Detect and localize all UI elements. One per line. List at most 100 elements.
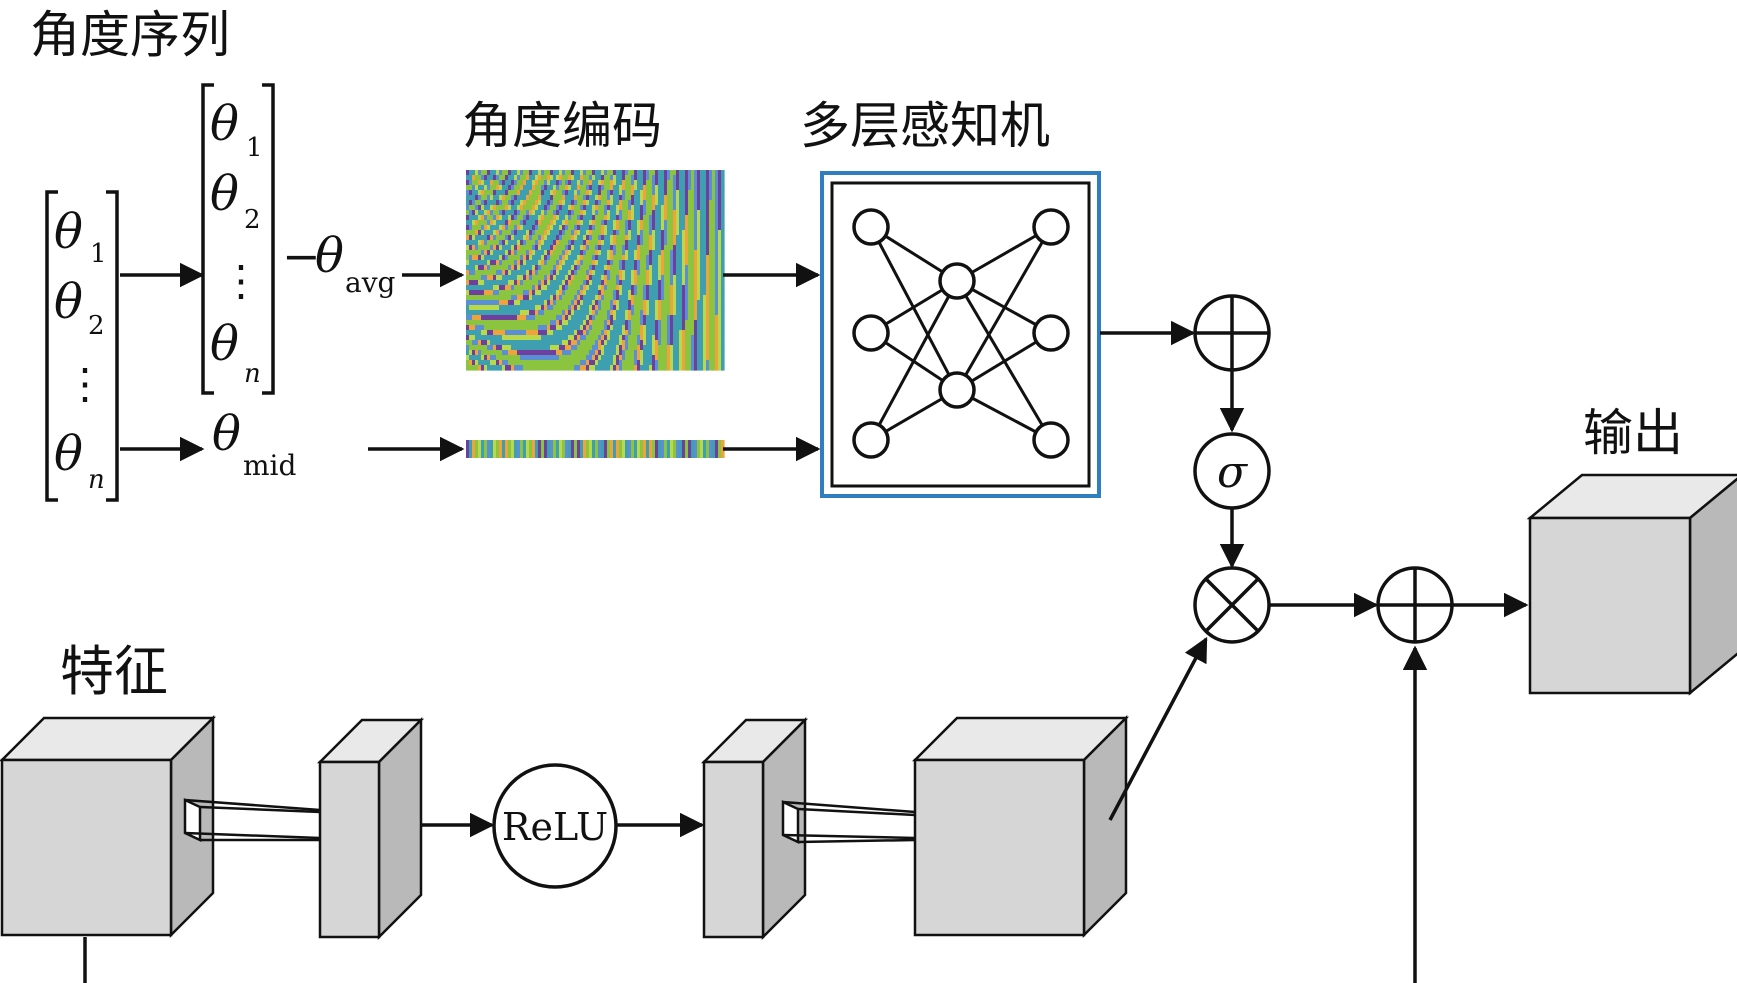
- encoding-cell: [607, 185, 611, 191]
- left-bracket-2: [201, 83, 214, 395]
- encoding-cell: [574, 270, 578, 276]
- encoding-cell: [613, 300, 617, 306]
- encoding-cell: [601, 220, 605, 226]
- encoding-cell: [643, 355, 647, 361]
- encoding-cell: [694, 240, 698, 246]
- encoding-cell: [484, 210, 488, 216]
- encoding-cell: [466, 235, 470, 241]
- encoding-cell: [706, 240, 710, 246]
- encoding-cell: [604, 440, 608, 458]
- encoding-cell: [487, 265, 491, 271]
- encoding-cell: [553, 285, 557, 291]
- encoding-cell: [646, 350, 650, 356]
- encoding-cell: [652, 190, 656, 196]
- encoding-cell: [484, 350, 488, 356]
- encoding-cell: [637, 250, 641, 256]
- encoding-cell: [604, 245, 608, 251]
- encoding-cell: [688, 235, 692, 241]
- encoding-cell: [706, 345, 710, 351]
- encoding-cell: [604, 200, 608, 206]
- encoding-cell: [628, 185, 632, 191]
- encoding-cell: [643, 175, 647, 181]
- encoding-cell: [616, 365, 620, 371]
- encoding-cell: [622, 230, 626, 236]
- encoding-cell: [706, 280, 710, 286]
- encoding-cell: [667, 355, 671, 361]
- encoding-cell: [559, 180, 563, 186]
- encoding-cell: [565, 260, 569, 266]
- encoding-cell: [556, 215, 560, 221]
- encoding-cell: [586, 280, 590, 286]
- encoding-cell: [619, 270, 623, 276]
- encoding-cell: [592, 270, 596, 276]
- encoding-cell: [469, 285, 473, 291]
- feature-title: 特征: [60, 640, 168, 703]
- encoding-cell: [685, 350, 689, 356]
- encoding-cell: [475, 190, 479, 196]
- encoding-cell: [523, 235, 527, 241]
- encoding-cell: [685, 190, 689, 196]
- encoding-cell: [529, 325, 533, 331]
- encoding-cell: [565, 325, 569, 331]
- encoding-cell: [514, 185, 518, 191]
- encoding-cell: [709, 320, 713, 326]
- encoding-cell: [694, 210, 698, 216]
- encoding-cell: [469, 320, 473, 326]
- encoding-cell: [469, 265, 473, 271]
- encoding-cell: [583, 300, 587, 306]
- encoding-cell: [469, 210, 473, 216]
- encoding-cell: [661, 200, 665, 206]
- encoding-cell: [595, 185, 599, 191]
- encoding-cell: [640, 175, 644, 181]
- encoding-cell: [646, 335, 650, 341]
- encoding-cell: [625, 185, 629, 191]
- encoding-cell: [688, 190, 692, 196]
- encoding-cell: [571, 350, 575, 356]
- encoding-cell: [472, 170, 476, 176]
- encoding-cell: [568, 265, 572, 271]
- encoding-cell: [469, 305, 473, 311]
- encoding-cell: [478, 225, 482, 231]
- encoding-cell: [571, 195, 575, 201]
- encoding-cell: [517, 240, 521, 246]
- encoding-cell: [622, 340, 626, 346]
- encoding-cell: [616, 300, 620, 306]
- encoding-cell: [526, 195, 530, 201]
- encoding-cell: [478, 290, 482, 296]
- encoding-cell: [646, 220, 650, 226]
- encoding-cell: [496, 305, 500, 311]
- encoding-cell: [505, 350, 509, 356]
- encoding-cell: [715, 280, 719, 286]
- encoding-cell: [631, 205, 635, 211]
- encoding-cell: [529, 205, 533, 211]
- encoding-cell: [466, 190, 470, 196]
- encoding-cell: [670, 260, 674, 266]
- encoding-cell: [586, 180, 590, 186]
- encoding-cell: [703, 225, 707, 231]
- encoding-cell: [520, 340, 524, 346]
- encoding-cell: [484, 290, 488, 296]
- encoding-cell: [490, 170, 494, 176]
- encoding-cell: [589, 250, 593, 256]
- encoding-cell: [670, 335, 674, 341]
- encoding-cell: [610, 225, 614, 231]
- encoding-cell: [544, 215, 548, 221]
- encoding-cell: [679, 295, 683, 301]
- encoding-cell: [697, 180, 701, 186]
- encoding-cell: [520, 310, 524, 316]
- encoding-cell: [475, 195, 479, 201]
- encoding-cell: [601, 175, 605, 181]
- encoding-cell: [658, 270, 662, 276]
- encoding-cell: [721, 300, 725, 306]
- encoding-cell: [646, 215, 650, 221]
- encoding-cell: [496, 205, 500, 211]
- encoding-cell: [652, 225, 656, 231]
- encoding-cell: [649, 200, 653, 206]
- encoding-cell: [586, 325, 590, 331]
- encoding-cell: [559, 270, 563, 276]
- encoding-cell: [622, 295, 626, 301]
- encoding-cell: [502, 345, 506, 351]
- encoding-cell: [577, 215, 581, 221]
- encoding-cell: [679, 300, 683, 306]
- encoding-cell: [577, 250, 581, 256]
